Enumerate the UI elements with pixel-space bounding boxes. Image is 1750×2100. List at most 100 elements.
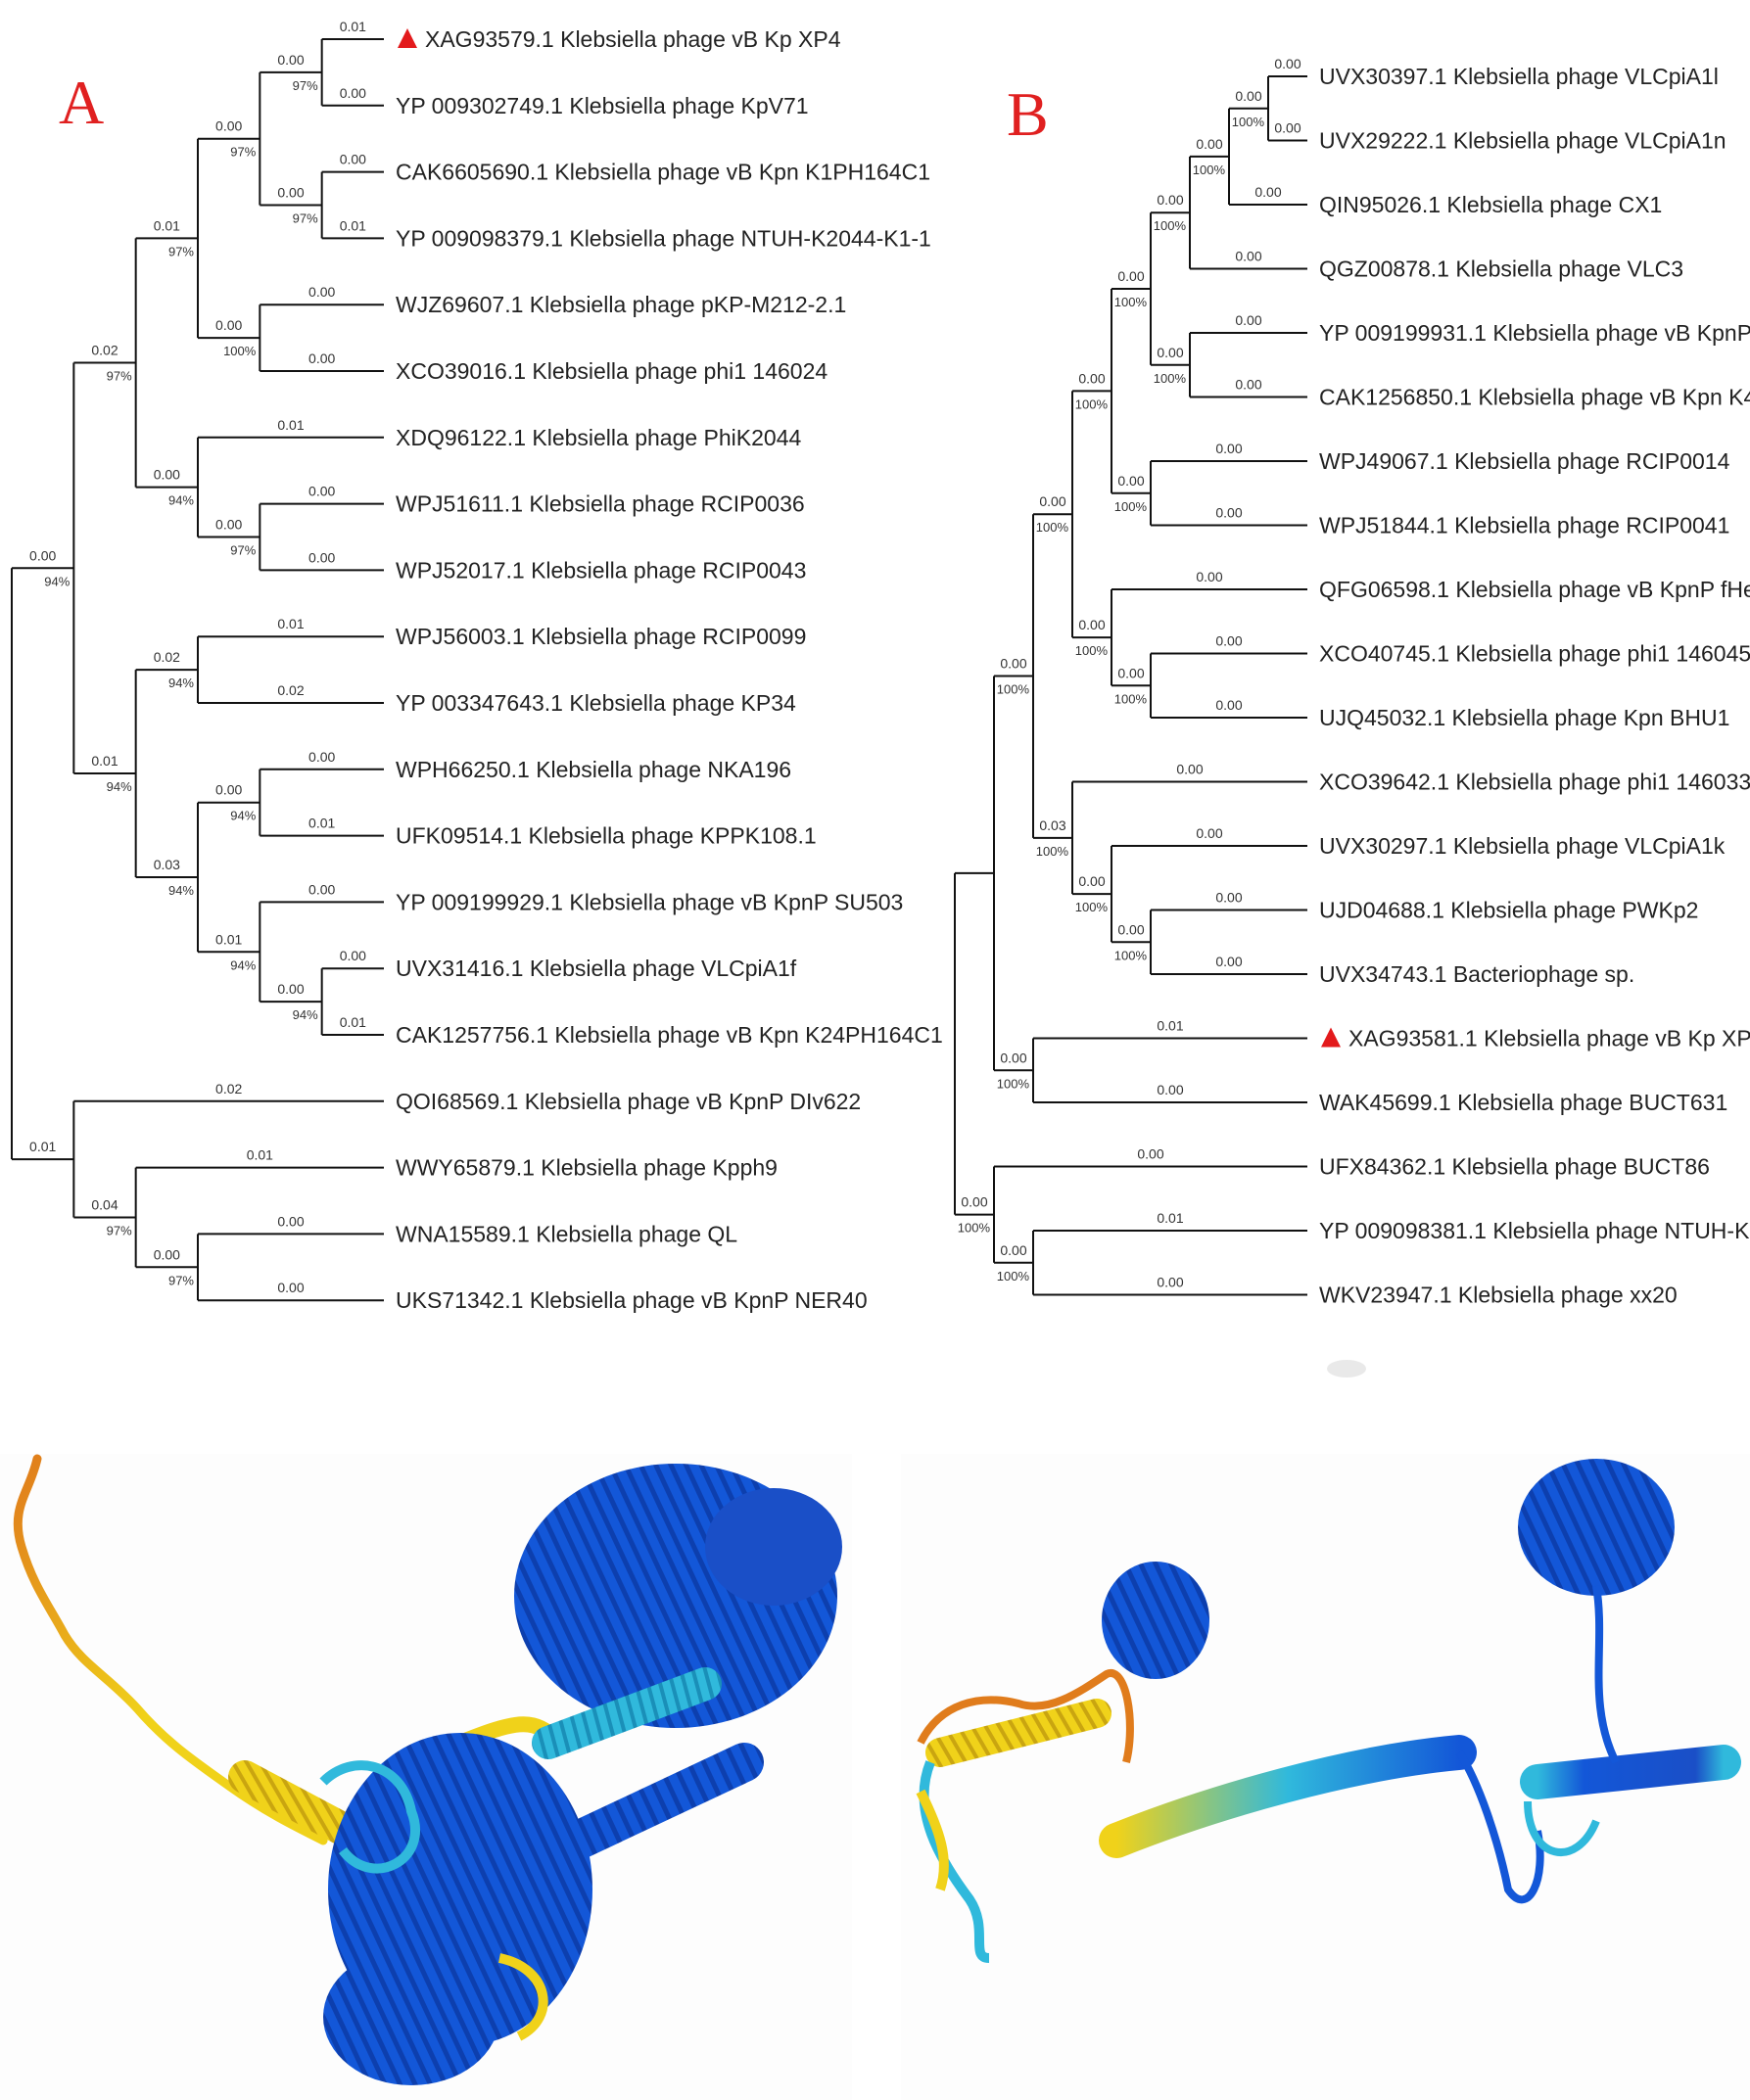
leaf-label: WJZ69607.1 Klebsiella phage pKP-M212-2.1 — [396, 292, 846, 317]
panel-label-b: B — [1007, 79, 1049, 149]
branch-length-label: 0.00 — [1215, 954, 1242, 969]
branch-length-label: 0.01 — [340, 1014, 366, 1030]
branch-length-label: 0.00 — [1157, 1275, 1183, 1290]
leaf-label: QIN95026.1 Klebsiella phage CX1 — [1319, 192, 1662, 217]
branch-length-label: 0.00 — [1117, 665, 1144, 680]
leaf-label: XCO40745.1 Klebsiella phage phi1 146045 — [1319, 641, 1750, 667]
cyan-helix-c — [532, 1667, 722, 1759]
leaf-label: XCO39642.1 Klebsiella phage phi1 146033 — [1319, 770, 1750, 795]
orange-loop-d — [917, 1669, 1134, 1763]
branch-length-label: 0.00 — [1215, 697, 1242, 713]
branch-length-label: 0.00 — [1215, 505, 1242, 521]
branch-length-label: 0.00 — [1215, 441, 1242, 456]
branch-length-label: 0.00 — [1274, 56, 1301, 71]
branch-length-label: 0.02 — [91, 343, 118, 358]
triangle-marker-icon — [398, 28, 417, 48]
bootstrap-label: 100% — [1232, 115, 1265, 129]
leaf-label: QGZ00878.1 Klebsiella phage VLC3 — [1319, 257, 1683, 282]
branch-length-label: 0.02 — [154, 649, 180, 665]
leaf-label: YP 009098381.1 Klebsiella phage NTUH-K20… — [1319, 1218, 1750, 1243]
branch-length-label: 0.01 — [247, 1147, 273, 1163]
leaf-label: UFK09514.1 Klebsiella phage KPPK108.1 — [396, 823, 817, 849]
bootstrap-label: 97% — [107, 1223, 132, 1237]
bootstrap-label: 100% — [997, 1076, 1030, 1091]
branch-length-label: 0.00 — [1117, 473, 1144, 489]
branch-length-label: 0.00 — [1137, 1146, 1163, 1162]
cyan-loop-d2 — [1524, 1800, 1600, 1856]
linker-d — [1455, 1750, 1544, 1904]
long-helix-d — [1099, 1735, 1477, 1858]
branch-length-label: 0.00 — [154, 1246, 180, 1262]
leaf-label: WWY65879.1 Klebsiella phage Kpph9 — [396, 1155, 778, 1181]
branch-length-label: 0.00 — [1117, 268, 1144, 284]
branch-length-label: 0.00 — [1196, 136, 1222, 152]
bootstrap-label: 97% — [293, 211, 318, 226]
phylogenetic-tree-a: 0.00 94% 0.02 97% 0.01 97% 0.00 97% 0.00 97% 0.01 0… — [11, 19, 943, 1313]
bootstrap-label: 94% — [44, 574, 70, 588]
bootstrap-label: 97% — [293, 78, 318, 93]
yellow-loop-c2 — [497, 1953, 548, 2041]
branch-length-label: 0.00 — [277, 52, 304, 68]
domain-right-d — [1518, 1459, 1675, 1596]
branch-length-label: 0.00 — [308, 881, 335, 897]
bootstrap-label: 100% — [1154, 371, 1187, 386]
bootstrap-label: 100% — [1075, 397, 1109, 411]
branch-length-label: 0.01 — [215, 931, 242, 947]
leaf-label: XAG93581.1 Klebsiella phage vB Kp XP4 — [1348, 1026, 1750, 1051]
leaf-label: UVX30397.1 Klebsiella phage VLCpiA1l — [1319, 64, 1719, 89]
branch-length-label: 0.00 — [308, 350, 335, 366]
bootstrap-label: 94% — [293, 1007, 318, 1022]
branch-length-label: 0.01 — [340, 217, 366, 233]
yellow-helix-d — [925, 1699, 1111, 1767]
bootstrap-label: 100% — [1114, 499, 1148, 514]
leaf-label: WAK45699.1 Klebsiella phage BUCT631 — [1319, 1090, 1727, 1115]
bootstrap-label: 94% — [230, 809, 256, 823]
branch-length-label: 0.01 — [277, 417, 304, 433]
branch-length-label: 0.00 — [1215, 633, 1242, 649]
linker-right-d — [1592, 1585, 1620, 1764]
protein-structure-d — [901, 1454, 1750, 2100]
branch-length-label: 0.01 — [91, 753, 118, 769]
branch-length-label: 0.00 — [1000, 1050, 1026, 1065]
domain-base-c — [323, 1948, 499, 2085]
branch-length-label: 0.00 — [1078, 873, 1105, 889]
leaf-label: UKS71342.1 Klebsiella phage vB KpnP NER4… — [396, 1287, 868, 1313]
leaf-label: YP 009302749.1 Klebsiella phage KpV71 — [396, 93, 809, 118]
branch-length-label: 0.04 — [91, 1196, 118, 1212]
branch-length-label: 0.00 — [215, 517, 242, 533]
bootstrap-label: 94% — [168, 676, 194, 690]
leaf-label: UJQ45032.1 Klebsiella phage Kpn BHU1 — [1319, 705, 1729, 730]
bootstrap-label: 100% — [1154, 218, 1187, 233]
branch-length-label: 0.00 — [1117, 921, 1144, 937]
leaf-label: YP 009199929.1 Klebsiella phage vB KpnP … — [396, 889, 903, 914]
leaf-label: CAK1257756.1 Klebsiella phage vB Kpn K24… — [396, 1022, 943, 1048]
leaf-label: YP 003347643.1 Klebsiella phage KP34 — [396, 690, 796, 716]
leaf-label: YP 009098379.1 Klebsiella phage NTUH-K20… — [396, 225, 931, 251]
branch-length-label: 0.00 — [308, 484, 335, 499]
branch-length-label: 0.02 — [215, 1081, 242, 1097]
branch-length-label: 0.00 — [1196, 825, 1222, 841]
bootstrap-label: 97% — [230, 543, 256, 558]
branch-length-label: 0.00 — [1157, 192, 1183, 208]
branch-length-label: 0.00 — [215, 317, 242, 333]
disordered-tail-c — [13, 1454, 328, 1845]
leaf-label: UVX29222.1 Klebsiella phage VLCpiA1n — [1319, 128, 1726, 154]
bootstrap-label: 97% — [107, 369, 132, 384]
helix-right-d — [1520, 1745, 1741, 1799]
leaf-label: XDQ96122.1 Klebsiella phage PhiK2044 — [396, 425, 802, 450]
branch-length-label: 0.00 — [215, 782, 242, 798]
bootstrap-label: 100% — [958, 1221, 991, 1236]
bootstrap-label: 97% — [168, 244, 194, 258]
branch-length-label: 0.00 — [1235, 377, 1261, 393]
bootstrap-label: 100% — [997, 1269, 1030, 1283]
branch-length-label: 0.01 — [308, 816, 335, 831]
branch-length-label: 0.00 — [154, 467, 180, 483]
bootstrap-label: 97% — [230, 145, 256, 160]
bootstrap-label: 100% — [1036, 520, 1069, 535]
bootstrap-label: 94% — [107, 779, 132, 794]
leaf-label: UJD04688.1 Klebsiella phage PWKp2 — [1319, 898, 1698, 923]
leaf-label: WPJ49067.1 Klebsiella phage RCIP0014 — [1319, 448, 1730, 474]
branch-length-label: 0.00 — [308, 749, 335, 765]
branch-length-label: 0.00 — [215, 118, 242, 134]
leaf-label: QOI68569.1 Klebsiella phage vB KpnP DIv6… — [396, 1089, 861, 1114]
